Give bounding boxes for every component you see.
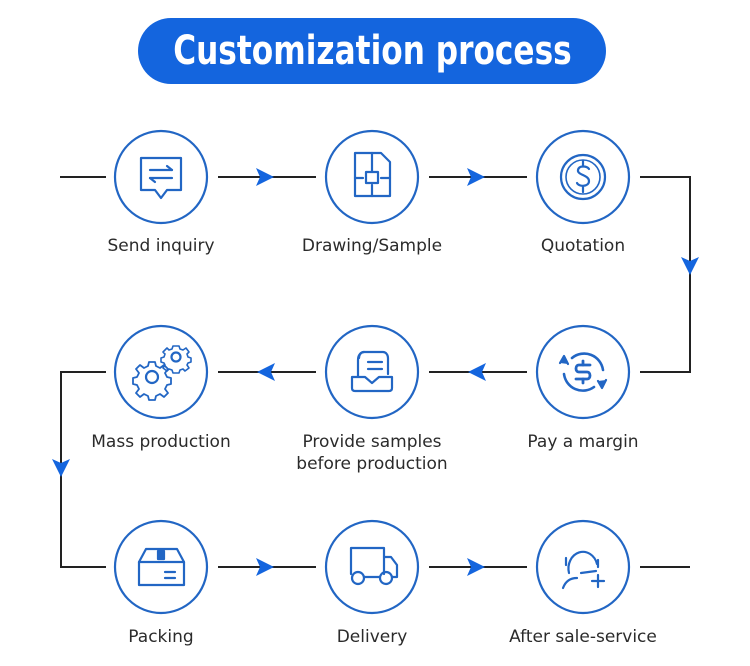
step-drawing-sample	[324, 129, 420, 225]
step-label-send-inquiry: Send inquiry	[107, 236, 215, 256]
step-label-provide-samples: Provide samples before production	[272, 431, 472, 475]
arrow-left-icon	[257, 363, 275, 381]
step-label-quotation: Quotation	[540, 236, 626, 256]
dollar-coin-icon	[559, 153, 607, 201]
arrow-down-icon	[52, 459, 70, 477]
step-label-packing: Packing	[128, 627, 194, 647]
step-after-sale-service	[535, 519, 631, 615]
connector-6-7	[60, 371, 106, 568]
step-pay-margin	[535, 324, 631, 420]
step-label-line: Provide samples	[302, 432, 442, 452]
blueprint-icon	[353, 151, 392, 198]
step-delivery	[324, 519, 420, 615]
step-quotation	[535, 129, 631, 225]
arrow-left-icon	[468, 363, 486, 381]
step-send-inquiry	[113, 129, 209, 225]
document-tray-icon	[350, 350, 394, 393]
box-icon	[137, 547, 186, 587]
arrow-right-icon	[256, 168, 274, 186]
chat-exchange-icon	[139, 156, 183, 200]
step-mass-production	[113, 324, 209, 420]
page-title: Customization process	[172, 28, 572, 74]
step-label-mass-production: Mass production	[91, 432, 231, 452]
dollar-cycle-icon	[558, 352, 608, 392]
arrowheads	[52, 168, 699, 576]
step-label-line: before production	[296, 454, 448, 474]
arrow-right-icon	[256, 558, 274, 576]
arrow-right-icon	[467, 168, 485, 186]
title-banner: Customization process	[138, 18, 606, 84]
step-label-drawing-sample: Drawing/Sample	[301, 236, 443, 256]
step-label-pay-margin: Pay a margin	[527, 432, 639, 452]
gears-icon	[132, 345, 192, 401]
step-label-after-sale-service: After sale-service	[509, 627, 657, 647]
truck-icon	[349, 546, 399, 586]
step-label-delivery: Delivery	[336, 627, 408, 647]
support-agent-icon	[561, 550, 606, 590]
step-provide-samples	[324, 324, 420, 420]
step-packing	[113, 519, 209, 615]
arrow-right-icon	[467, 558, 485, 576]
connector-3-4	[640, 176, 691, 373]
arrow-down-icon	[681, 257, 699, 275]
